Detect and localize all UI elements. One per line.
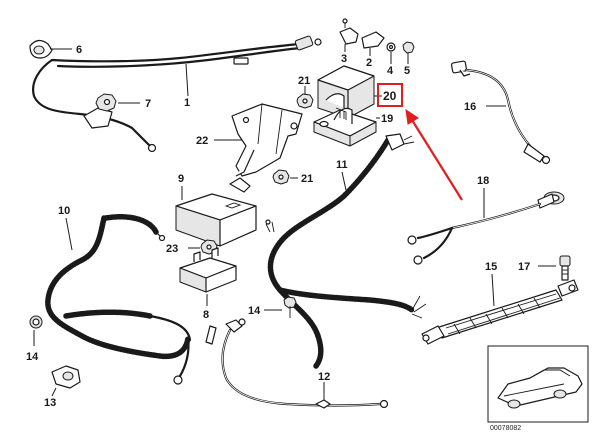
highlight-box-20	[377, 83, 403, 107]
callout-5: 5	[404, 65, 410, 77]
callout-15: 15	[485, 261, 497, 273]
callout-13: 13	[44, 397, 56, 409]
part-7-nut[interactable]	[95, 93, 140, 112]
part-4-washer[interactable]	[386, 42, 396, 64]
part-9-box[interactable]	[175, 186, 257, 247]
part-21-nut-lower[interactable]	[272, 169, 298, 185]
part-18-cable[interactable]	[407, 188, 565, 265]
part-17-bolt[interactable]	[538, 255, 571, 281]
part-21-nut-upper[interactable]	[296, 86, 314, 109]
part-6-clamp[interactable]	[29, 39, 72, 59]
callout-10: 10	[58, 205, 70, 217]
callout-22: 22	[196, 135, 208, 147]
part-15-strap[interactable]	[421, 273, 579, 345]
part-5-nut[interactable]	[402, 41, 415, 64]
part-22-bracket[interactable]	[214, 103, 303, 193]
callout-4: 4	[387, 65, 394, 77]
highlight-arrow	[405, 108, 463, 201]
part-14-screw-left[interactable]	[29, 315, 43, 346]
callout-9: 9	[178, 173, 184, 185]
callout-1: 1	[184, 97, 190, 109]
part-13-clip[interactable]	[51, 365, 81, 397]
callout-11: 11	[336, 159, 348, 171]
callout-3: 3	[341, 53, 347, 65]
part-3-terminal[interactable]	[339, 18, 359, 52]
part-10-harness[interactable]	[45, 214, 192, 385]
callout-20: 20	[383, 89, 397, 103]
part-12-cable[interactable]	[205, 318, 389, 409]
car-thumbnail: 00078082	[487, 345, 589, 432]
callout-8: 8	[203, 309, 209, 321]
part-8-holder[interactable]	[179, 247, 237, 306]
callout-21-upper: 21	[298, 75, 310, 87]
callout-18: 18	[477, 175, 489, 187]
callout-14-left: 14	[26, 351, 39, 363]
part-16-cable[interactable]	[450, 60, 551, 165]
callout-12: 12	[318, 371, 330, 383]
part-2-clip[interactable]	[361, 31, 385, 56]
callout-6: 6	[76, 44, 82, 56]
callout-14-center: 14	[248, 305, 261, 317]
part-1-cable[interactable]	[32, 35, 322, 153]
callout-21-lower: 21	[301, 173, 313, 185]
callout-16: 16	[464, 101, 476, 113]
callout-2: 2	[366, 57, 372, 69]
part-14-screw-center[interactable]	[264, 296, 297, 318]
diagram-code: 00078082	[490, 425, 521, 432]
callout-23: 23	[166, 243, 178, 255]
callout-17: 17	[518, 261, 530, 273]
part-20-cover[interactable]	[317, 65, 382, 119]
part-19-base[interactable]	[313, 107, 380, 147]
callout-19: 19	[381, 113, 393, 125]
callout-7: 7	[145, 98, 151, 110]
